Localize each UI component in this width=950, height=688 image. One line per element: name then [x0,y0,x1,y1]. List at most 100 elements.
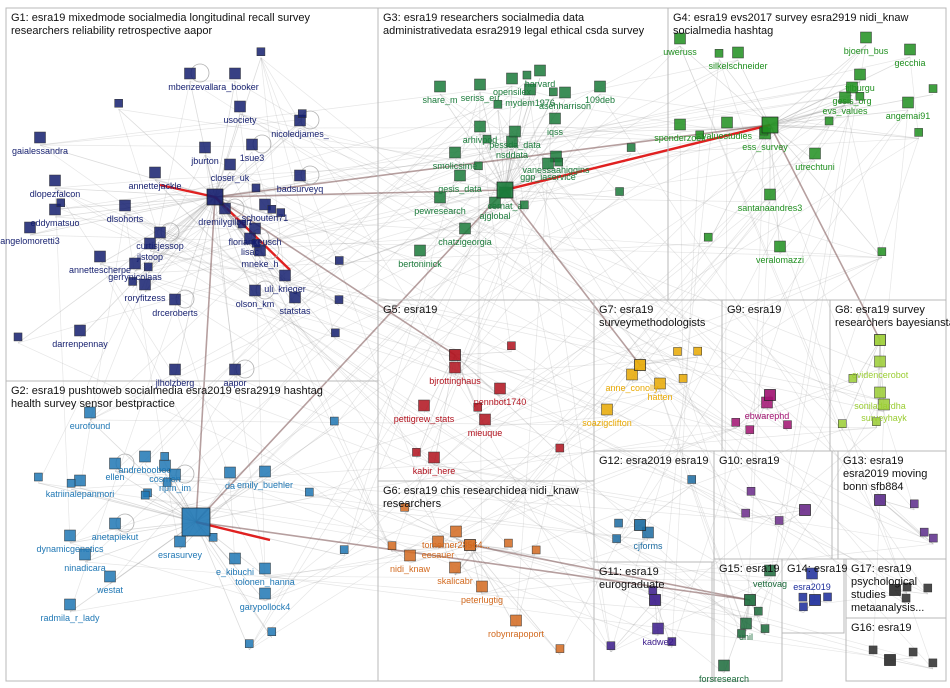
node-avatar[interactable] [601,403,613,416]
node-avatar[interactable] [914,128,923,137]
node-avatar[interactable] [510,614,522,627]
node-avatar[interactable] [305,487,314,497]
node-avatar[interactable] [774,240,786,253]
hub-node-g17[interactable] [889,584,901,596]
node-avatar[interactable] [693,346,702,356]
node-avatar[interactable] [119,199,131,212]
node-avatar[interactable] [64,529,76,542]
node-avatar[interactable] [259,562,271,575]
node-avatar[interactable] [824,116,834,126]
node-avatar[interactable] [509,125,521,138]
node-avatar[interactable] [760,624,770,633]
node-avatar[interactable] [860,31,872,44]
node-avatar[interactable] [493,100,503,109]
node-avatar[interactable] [674,118,686,131]
node-avatar[interactable] [279,269,291,282]
hub-node-g8[interactable] [874,334,886,346]
node-avatar[interactable] [34,472,43,482]
node-avatar[interactable] [450,525,462,538]
node-avatar[interactable] [654,377,666,390]
hub-node-g2[interactable] [181,507,211,537]
node-avatar[interactable] [139,278,151,291]
node-avatar[interactable] [449,561,461,574]
node-avatar[interactable] [294,169,306,182]
node-avatar[interactable] [418,399,430,412]
node-avatar[interactable] [229,67,241,80]
node-avatar[interactable] [339,545,349,554]
node-avatar[interactable] [169,363,181,376]
node-avatar[interactable] [626,143,636,152]
hub-node-g12[interactable] [634,519,646,531]
node-avatar[interactable] [678,374,688,383]
node-avatar[interactable] [874,386,886,399]
node-avatar[interactable] [474,161,483,171]
node-avatar[interactable] [929,533,938,543]
node-avatar[interactable] [169,468,181,481]
node-avatar[interactable] [74,474,86,487]
node-avatar[interactable] [846,81,858,94]
node-avatar[interactable] [144,237,156,250]
node-avatar[interactable] [267,627,277,636]
node-avatar[interactable] [49,174,61,187]
node-avatar[interactable] [919,527,929,537]
node-avatar[interactable] [244,639,254,648]
node-avatar[interactable] [549,112,561,125]
node-avatar[interactable] [754,606,763,616]
node-avatar[interactable] [434,80,446,93]
node-avatar[interactable] [902,96,914,109]
hub-node-g16[interactable] [884,654,896,666]
node-avatar[interactable] [542,157,554,170]
hub-node-g3[interactable] [496,181,514,199]
node-avatar[interactable] [524,83,536,96]
node-avatar[interactable] [449,146,461,159]
node-avatar[interactable] [504,538,513,548]
node-avatar[interactable] [224,158,236,171]
node-avatar[interactable] [612,534,621,543]
node-avatar[interactable] [434,191,446,204]
node-avatar[interactable] [259,198,271,211]
hub-node-g14[interactable] [809,594,821,606]
node-avatar[interactable] [674,32,686,45]
node-avatar[interactable] [473,402,483,412]
node-avatar[interactable] [904,43,916,56]
hub-node-g7[interactable] [634,359,646,371]
node-avatar[interactable] [848,374,858,383]
node-avatar[interactable] [129,257,141,270]
node-avatar[interactable] [479,413,491,426]
node-avatar[interactable] [109,457,121,470]
node-avatar[interactable] [169,293,181,306]
node-avatar[interactable] [476,580,488,593]
node-avatar[interactable] [764,564,776,577]
node-avatar[interactable] [855,92,865,101]
node-avatar[interactable] [66,478,76,488]
node-avatar[interactable] [494,382,506,395]
node-avatar[interactable] [799,602,808,612]
node-avatar[interactable] [839,91,851,104]
node-avatar[interactable] [276,208,286,217]
node-avatar[interactable] [104,570,116,583]
node-avatar[interactable] [143,262,153,272]
hub-node-g10[interactable] [799,504,811,516]
node-avatar[interactable] [289,291,301,304]
node-avatar[interactable] [923,583,933,593]
node-avatar[interactable] [798,592,808,602]
node-avatar[interactable] [259,465,271,478]
node-avatar[interactable] [746,487,756,496]
node-avatar[interactable] [506,72,518,85]
node-avatar[interactable] [928,658,938,668]
node-avatar[interactable] [731,418,741,427]
node-avatar[interactable] [162,478,172,487]
node-avatar[interactable] [140,490,150,500]
node-avatar[interactable] [330,416,339,426]
node-avatar[interactable] [703,232,713,242]
node-avatar[interactable] [114,99,123,108]
node-avatar[interactable] [432,535,444,548]
node-avatar[interactable] [454,169,466,182]
node-avatar[interactable] [741,508,750,518]
node-avatar[interactable] [615,187,624,196]
node-avatar[interactable] [783,420,792,429]
node-avatar[interactable] [149,166,161,179]
node-avatar[interactable] [667,637,677,646]
node-avatar[interactable] [559,86,571,99]
node-avatar[interactable] [449,361,461,374]
